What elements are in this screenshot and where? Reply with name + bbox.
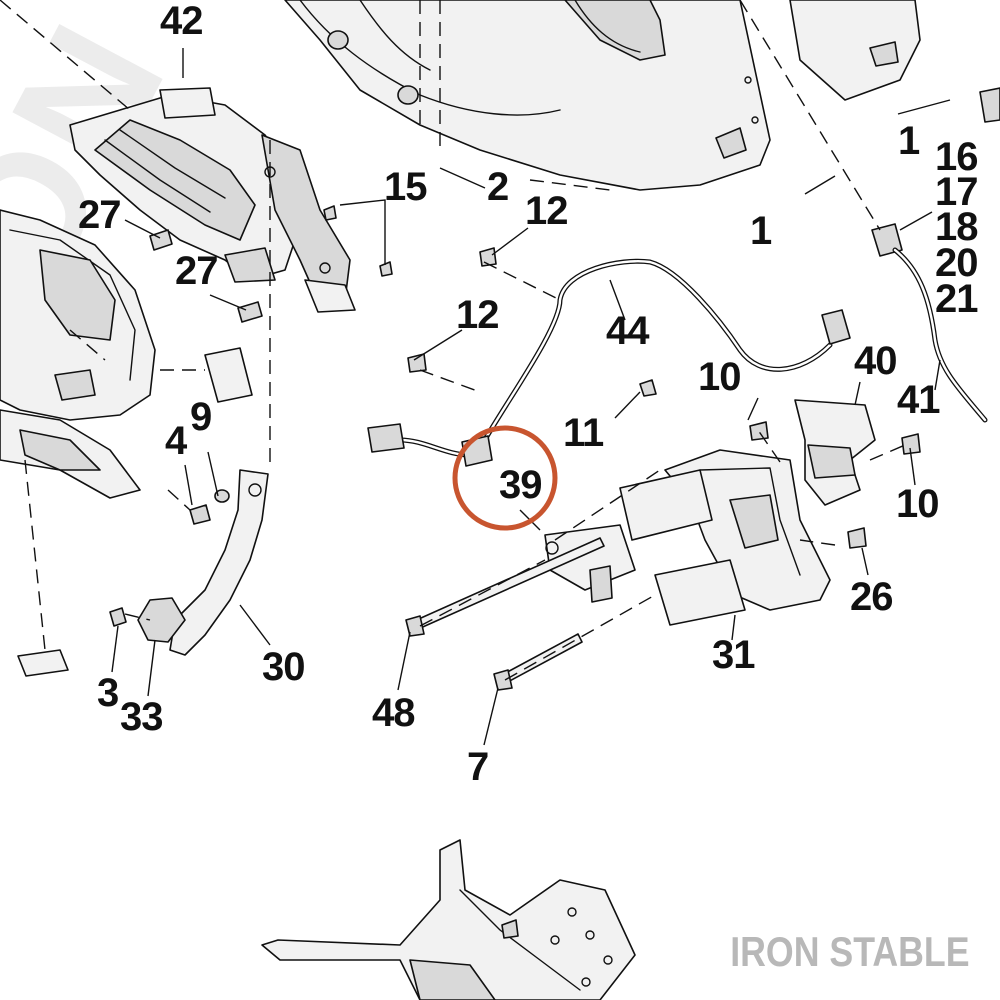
harness-connector-16 [979,87,1000,123]
washer-9 [214,489,230,503]
headlamp-housing [0,209,156,499]
callout-2: 2 [487,165,508,209]
mounting-bracket-31 [544,449,831,626]
callout-39: 39 [499,463,542,507]
callout-48: 48 [372,691,415,735]
marker-lens [17,649,69,677]
screw-27a [149,229,173,251]
callout-7: 7 [467,745,488,789]
nut-10a [749,421,769,441]
callout-10-lower: 10 [896,482,939,526]
callout-12-lower: 12 [456,293,499,337]
sensor-connector-39 [367,423,493,467]
callout-15: 15 [384,165,427,209]
clip-12b [407,353,427,373]
nacelle-bracket-42 [69,87,356,313]
callout-27-lower: 27 [175,249,218,293]
callout-40: 40 [854,339,897,383]
callout-41: 41 [897,378,940,422]
bolt-26 [847,527,867,549]
highlight-ring-39 [452,425,558,531]
callout-44: 44 [606,309,650,353]
callout-30: 30 [262,645,305,689]
tail-plate [789,0,921,101]
callout-9: 9 [190,395,211,439]
callout-10-upper: 10 [698,355,741,399]
long-bolt-48 [405,537,605,637]
brand-watermark: IRON STABLE [730,928,970,975]
upper-fairing-shell [284,0,771,191]
screw-4 [189,504,211,525]
clip-12a [479,247,497,267]
assembly-dash-lines [0,0,906,681]
harness-connector-17-21 [871,223,988,423]
callout-labels: 42 2 1 16 17 18 20 21 15 12 1 27 27 12 4… [78,0,979,789]
bracket-40 [794,399,876,506]
callout-42: 42 [160,0,203,43]
callout-11: 11 [563,411,604,455]
callout-26: 26 [850,575,893,619]
callout-17: 17 [935,170,978,214]
long-bolt-7 [493,633,583,691]
callout-4: 4 [165,419,188,463]
leader-lines [111,48,951,746]
nut-10b [901,433,921,455]
screw-3 [109,607,127,627]
wire-harness-44 [475,258,851,455]
lower-frame-bracket [261,839,636,1000]
callout-3: 3 [97,671,118,715]
reflector-lens [204,347,253,403]
callout-20: 20 [935,241,978,285]
callout-1-upper: 1 [898,119,920,163]
side-bracket-30 [137,469,269,656]
callout-1-lower: 1 [750,209,772,253]
callout-12-upper: 12 [525,189,568,233]
screw-27b [237,301,263,323]
clip-15 [323,205,393,277]
callout-33: 33 [120,695,163,739]
nut-11 [639,379,657,397]
callout-16: 16 [935,135,978,179]
callout-31: 31 [712,633,755,677]
callout-18: 18 [935,205,978,249]
callout-21: 21 [935,277,978,321]
callout-27-upper: 27 [78,193,121,237]
